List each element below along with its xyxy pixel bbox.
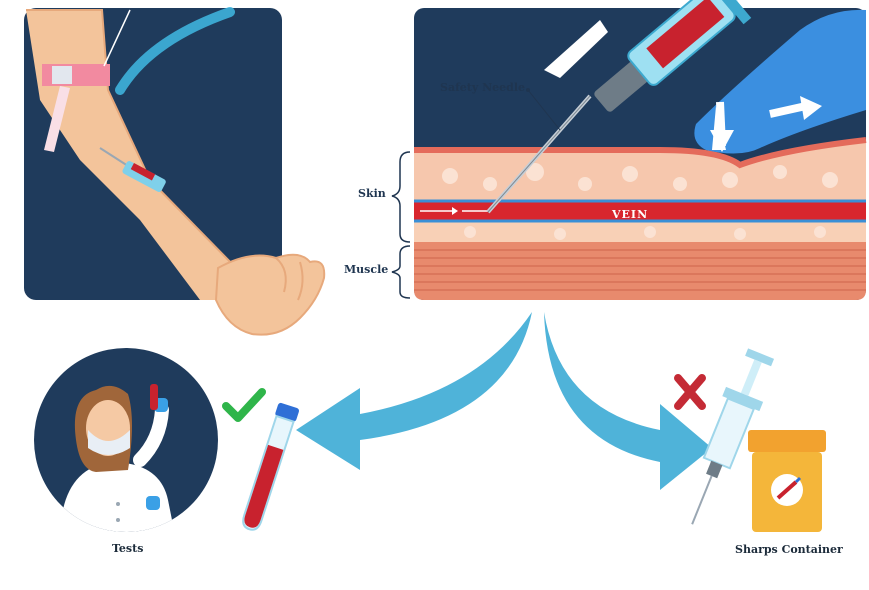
arm-panel <box>24 8 282 300</box>
flow-arrow-left <box>296 312 532 470</box>
sharps-container-label: Sharps Container <box>735 543 843 556</box>
blood-test-tube <box>239 402 300 532</box>
check-icon <box>226 392 262 418</box>
cross-icon <box>678 378 702 406</box>
safety-needle-label: Safety Needle <box>440 81 525 94</box>
technician-circle <box>34 348 218 540</box>
skin-label: Skin <box>358 187 386 200</box>
sharps-container <box>748 430 826 532</box>
vein-label: VEIN <box>612 208 648 221</box>
muscle-label: Muscle <box>344 263 388 276</box>
arm-hand <box>216 255 324 335</box>
tests-label: Tests <box>112 542 143 555</box>
